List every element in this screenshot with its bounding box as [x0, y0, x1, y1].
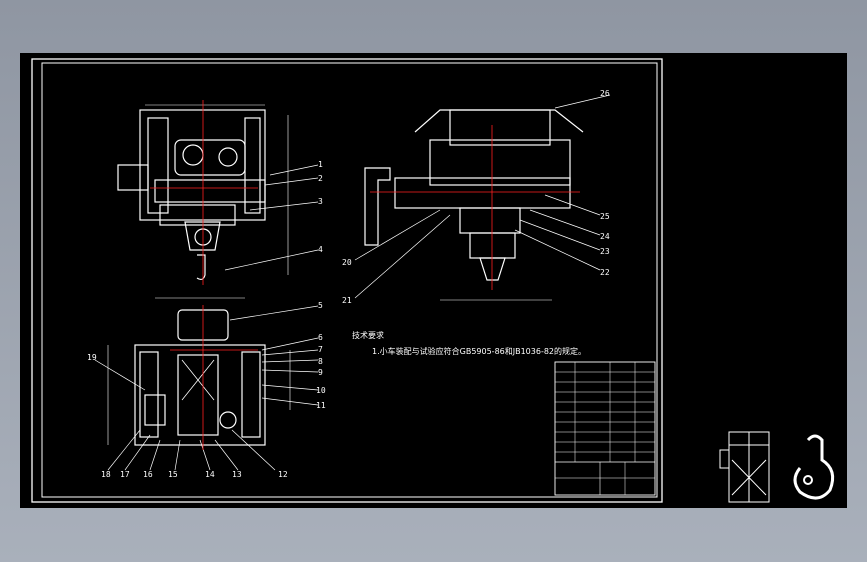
title-block-frame — [554, 361, 656, 496]
view-trolley-side — [354, 94, 611, 301]
leader-10 — [261, 384, 319, 391]
callout-11: 11 — [316, 401, 326, 410]
leader-1 — [269, 164, 319, 176]
main-body — [394, 177, 571, 209]
callout-25: 25 — [600, 212, 610, 221]
leader-8 — [261, 359, 319, 363]
gearbox — [429, 139, 571, 186]
leader-3 — [249, 201, 319, 211]
drum-top — [177, 354, 219, 436]
leader-12 — [231, 429, 276, 471]
callout-16: 16 — [143, 470, 153, 479]
callout-23: 23 — [600, 247, 610, 256]
drum-hatch — [181, 359, 215, 401]
leader-7 — [261, 349, 319, 356]
callout-13: 13 — [232, 470, 242, 479]
gear-circle-1 — [182, 144, 204, 166]
callout-22: 22 — [600, 268, 610, 277]
leader-18 — [107, 429, 141, 471]
outer-border — [31, 58, 663, 503]
centerlines-side — [370, 125, 580, 290]
callout-20: 20 — [342, 258, 352, 267]
callouts: 1 2 3 4 5 6 7 8 9 10 11 12 13 14 15 16 1… — [87, 89, 610, 479]
motor-body — [174, 139, 246, 176]
hook-side — [479, 257, 506, 281]
side-plate-left — [147, 117, 169, 214]
view-trolley-front — [117, 104, 319, 299]
drum-assembly — [154, 179, 266, 203]
leader-11 — [261, 397, 319, 406]
thumbnail-block-diagram — [719, 431, 770, 503]
callout-3: 3 — [318, 197, 323, 206]
leader-19 — [94, 359, 146, 391]
rail-right — [241, 351, 261, 438]
centerlines-top — [170, 305, 258, 450]
callout-7: 7 — [318, 345, 323, 354]
left-bracket — [117, 164, 149, 191]
leader-14 — [199, 439, 211, 471]
callout-5: 5 — [318, 301, 323, 310]
drum-side — [469, 232, 516, 259]
leader-6 — [261, 337, 319, 351]
leader-24 — [529, 209, 601, 236]
reducer — [459, 207, 521, 234]
leader-13 — [214, 439, 239, 471]
callout-12: 12 — [278, 470, 288, 479]
wheel — [219, 411, 237, 429]
frame-top — [134, 344, 266, 446]
upper-housing — [449, 109, 551, 146]
hook-icon — [793, 434, 835, 500]
leader-22 — [514, 229, 601, 271]
notes-title: 技术要求 — [352, 330, 384, 340]
callout-1: 1 — [318, 160, 323, 169]
leader-5 — [229, 305, 319, 321]
title-block — [554, 361, 656, 496]
callout-19: 19 — [87, 353, 97, 362]
centerlines-front — [150, 100, 258, 285]
callout-6: 6 — [318, 333, 323, 342]
callout-10: 10 — [316, 386, 326, 395]
inner-border — [41, 62, 658, 498]
brake — [144, 394, 166, 426]
thumbnail-hook — [793, 434, 835, 500]
hook-block — [184, 221, 221, 251]
gear-circle-2 — [218, 147, 238, 167]
callout-15: 15 — [168, 470, 178, 479]
callout-9: 9 — [318, 368, 323, 377]
leader-21 — [354, 214, 451, 299]
leader-25 — [544, 194, 601, 216]
leader-2 — [264, 177, 319, 186]
hook — [196, 254, 206, 281]
side-plate-right — [244, 117, 261, 214]
callout-18: 18 — [101, 470, 111, 479]
notes-line: 1.小车装配与试验应符合GB5905-86和JB1036-82的规定。 — [372, 346, 586, 356]
leader-20 — [354, 209, 441, 261]
callout-24: 24 — [600, 232, 610, 241]
canopy — [414, 109, 584, 133]
frame-outline — [139, 109, 266, 221]
leader-26 — [554, 94, 611, 109]
leader-17 — [124, 434, 151, 471]
callout-26: 26 — [600, 89, 610, 98]
callout-4: 4 — [318, 245, 323, 254]
leader-9 — [261, 369, 319, 373]
callout-17: 17 — [120, 470, 130, 479]
lower-frame — [159, 204, 236, 226]
leader-4 — [224, 249, 319, 271]
leader-23 — [519, 219, 601, 251]
leader-16 — [149, 439, 161, 471]
callout-21: 21 — [342, 296, 352, 305]
callout-14: 14 — [205, 470, 215, 479]
leader-15 — [174, 439, 181, 471]
view-trolley-top — [94, 305, 319, 471]
callout-8: 8 — [318, 357, 323, 366]
callout-2: 2 — [318, 174, 323, 183]
bracket-arm — [364, 167, 391, 246]
